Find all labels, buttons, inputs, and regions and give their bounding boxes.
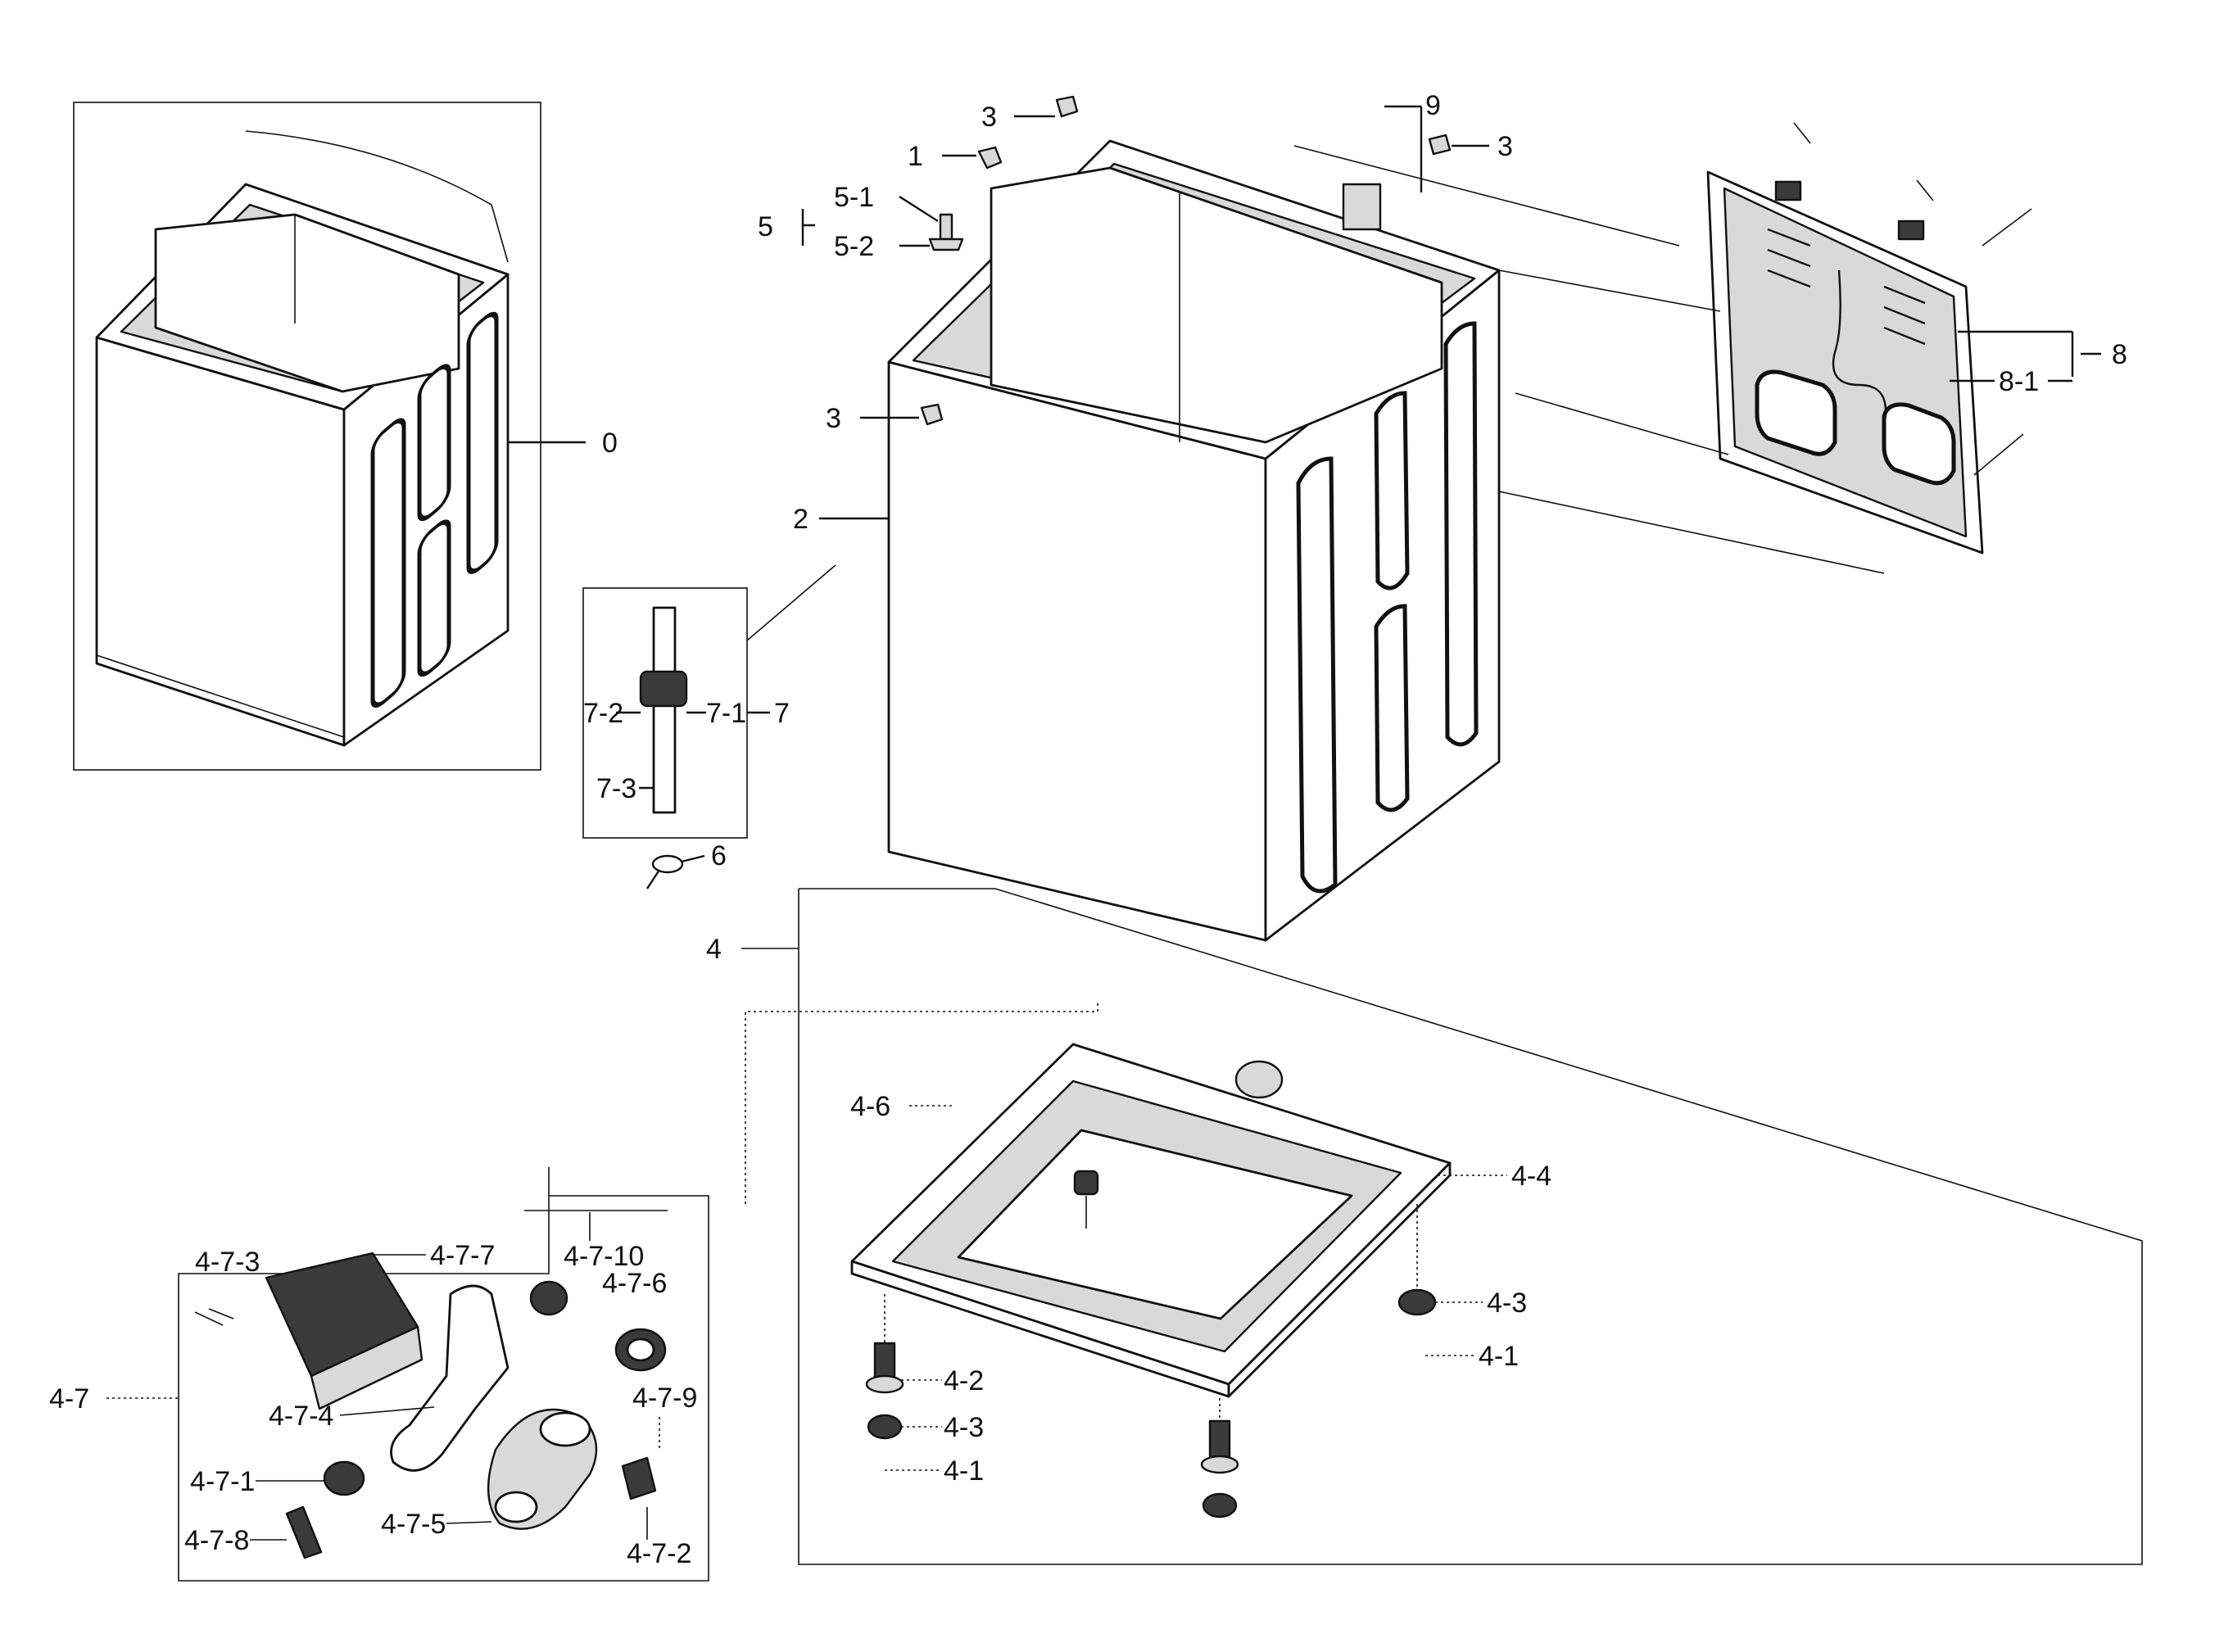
label-3a: 3 (981, 102, 997, 133)
label-9: 9 (1425, 90, 1441, 121)
label-4-1a: 4-1 (1479, 1341, 1519, 1372)
label-4-7-4: 4-7-4 (269, 1401, 333, 1432)
label-5-2: 5-2 (834, 231, 874, 262)
label-4-7-1: 4-7-1 (190, 1466, 255, 1497)
label-7-2: 7-2 (583, 698, 623, 729)
label-7-3: 7-3 (596, 773, 636, 804)
label-7-1: 7-1 (706, 698, 746, 729)
label-4-4: 4-4 (1511, 1161, 1551, 1192)
label-1: 1 (908, 141, 923, 172)
drain-hose-assembly: 7-2 7-1 7 7-3 6 (582, 564, 836, 889)
top-brackets: 1 3 3 3 5-1 5-2 5 9 (758, 90, 1513, 434)
label-5: 5 (758, 211, 773, 242)
label-2: 2 (793, 504, 808, 535)
base-assembly: 4 4-2 4-3 4-1 4-3 4-1 4-4 4-6 (706, 888, 2143, 1565)
main-cabinet: 2 (793, 139, 1501, 942)
label-8-1: 8-1 (1999, 366, 2039, 397)
label-6: 6 (711, 840, 727, 871)
label-4-1b: 4-1 (944, 1455, 984, 1487)
drain-pump-assembly: 4-7 4-7-7 4-7-3 4-7-4 4-7-5 4-7-10 4-7-6… (49, 1167, 709, 1582)
label-4: 4 (706, 934, 722, 965)
label-4-7-8: 4-7-8 (184, 1525, 249, 1556)
label-4-7-3: 4-7-3 (195, 1247, 260, 1278)
label-4-7-2: 4-7-2 (627, 1538, 691, 1569)
label-4-7-5: 4-7-5 (381, 1509, 446, 1540)
label-4-7-10: 4-7-10 (564, 1241, 644, 1272)
label-4-3b: 4-3 (944, 1412, 984, 1443)
label-5-1: 5-1 (834, 182, 874, 213)
label-8: 8 (2112, 339, 2127, 370)
assembled-cabinet-inset: 0 (73, 102, 618, 771)
label-4-2: 4-2 (944, 1365, 984, 1396)
label-4-7: 4-7 (49, 1383, 89, 1414)
label-4-7-9: 4-7-9 (632, 1383, 697, 1414)
rear-panel: 8 8-1 (1293, 122, 2127, 574)
label-4-6: 4-6 (850, 1091, 890, 1122)
label-4-7-7: 4-7-7 (430, 1240, 495, 1271)
label-7: 7 (774, 698, 790, 729)
label-4-3a: 4-3 (1487, 1288, 1527, 1319)
label-3b: 3 (1497, 131, 1513, 162)
label-0: 0 (602, 428, 618, 459)
label-3c: 3 (826, 403, 841, 434)
label-4-7-6: 4-7-6 (602, 1268, 667, 1299)
